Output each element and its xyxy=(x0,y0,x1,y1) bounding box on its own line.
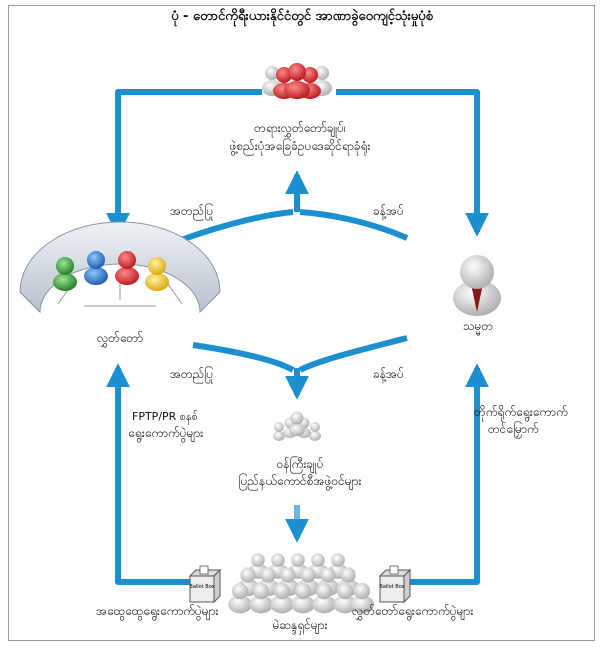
voter-head xyxy=(336,582,354,600)
ballot-box-right-text: Ballot Box xyxy=(379,584,404,590)
edge-label-direct-line2: တင်မြှောက် xyxy=(488,422,539,436)
cabinet-label-line1: ဝန်ကြီးချုပ် xyxy=(276,457,324,471)
voter-head xyxy=(300,567,316,583)
judiciary-label-line2: ဖွဲ့စည်းပုံအခြေခံဥပဒေဆိုင်ရာခုံရုံး xyxy=(229,139,371,153)
ballot-box-left-text: Ballot Box xyxy=(189,584,214,590)
ballot-box-left-icon: Ballot Box xyxy=(188,565,222,604)
voter-body xyxy=(249,595,273,614)
edge-label-direct-line1: တိုက်ရိုက်ရွေးကောက် xyxy=(474,405,568,419)
arrow-voters-to-president xyxy=(385,363,489,585)
voter-head xyxy=(273,582,291,600)
voters-crowd-icon xyxy=(228,553,374,614)
voter-body xyxy=(312,595,336,614)
edge-label-approve-top: အတည်ပြု xyxy=(170,204,214,218)
voter-body xyxy=(350,595,374,614)
voter-body xyxy=(270,595,294,614)
cabinet-group-icon xyxy=(273,411,321,441)
connector-arrows xyxy=(106,89,489,585)
edge-label-general-election: အထွေထွေရွေးကောက်ပွဲများ xyxy=(96,604,219,618)
voters-label: မဲဆန္ဒရှင်များ xyxy=(272,618,328,632)
arrow-appoint-mid xyxy=(298,335,408,373)
president-icon xyxy=(453,255,501,316)
legislature-label: လွှတ်တော် xyxy=(96,331,144,345)
edge-label-appoint-mid: ခန့်အပ် xyxy=(373,367,404,381)
voter-head xyxy=(240,567,256,583)
judiciary-group-icon xyxy=(262,63,332,99)
voter-head xyxy=(251,553,265,567)
voter-head xyxy=(260,567,276,583)
voter-head xyxy=(320,567,336,583)
president-label: သမ္မတ xyxy=(462,319,494,333)
arrow-judiciary-to-president xyxy=(336,89,489,237)
voter-head xyxy=(294,582,312,600)
voter-head xyxy=(231,582,249,600)
voter-head xyxy=(353,582,371,600)
arrow-judiciary-to-legislature xyxy=(106,89,262,237)
edge-label-appoint-top: ခန့်အပ် xyxy=(373,204,404,218)
voter-head xyxy=(252,582,270,600)
voter-head xyxy=(271,553,285,567)
voter-head xyxy=(331,553,345,567)
voter-body xyxy=(228,595,252,614)
edge-label-approve-mid: အတည်ပြု xyxy=(170,367,214,381)
arrow-voters-to-legislature xyxy=(106,363,212,585)
cabinet-label-line2: ပြည်နယ်ကောင်စီအဖွဲ့ဝင်များ xyxy=(238,474,362,488)
arrow-appoint-top xyxy=(299,209,409,241)
voter-head xyxy=(311,553,325,567)
ballot-box-right-icon: Ballot Box xyxy=(378,565,412,604)
edge-label-fptp-line2: ရွေးကောက်ပွဲများ xyxy=(128,426,204,440)
voter-body xyxy=(291,595,315,614)
voter-head xyxy=(280,567,296,583)
legislature-icon xyxy=(19,221,221,314)
edge-label-parliament-election: လွှတ်တော်ရွေးကောက်ပွဲများ xyxy=(352,604,474,618)
voter-body xyxy=(333,595,357,614)
judiciary-label-line1: တရားလွှတ်တော်ချုပ်၊ xyxy=(254,121,346,135)
voter-head xyxy=(340,567,356,583)
voter-head xyxy=(291,553,305,567)
diagram-title: ပုံ - တောင်ကိုရီးယားနိုင်ငံတွင် အာဏာခွဲဝ… xyxy=(171,9,433,24)
arrow-approve-mid xyxy=(192,342,295,373)
voter-head xyxy=(315,582,333,600)
edge-label-fptp-line1: FPTP/PR စနစ် xyxy=(132,410,198,423)
